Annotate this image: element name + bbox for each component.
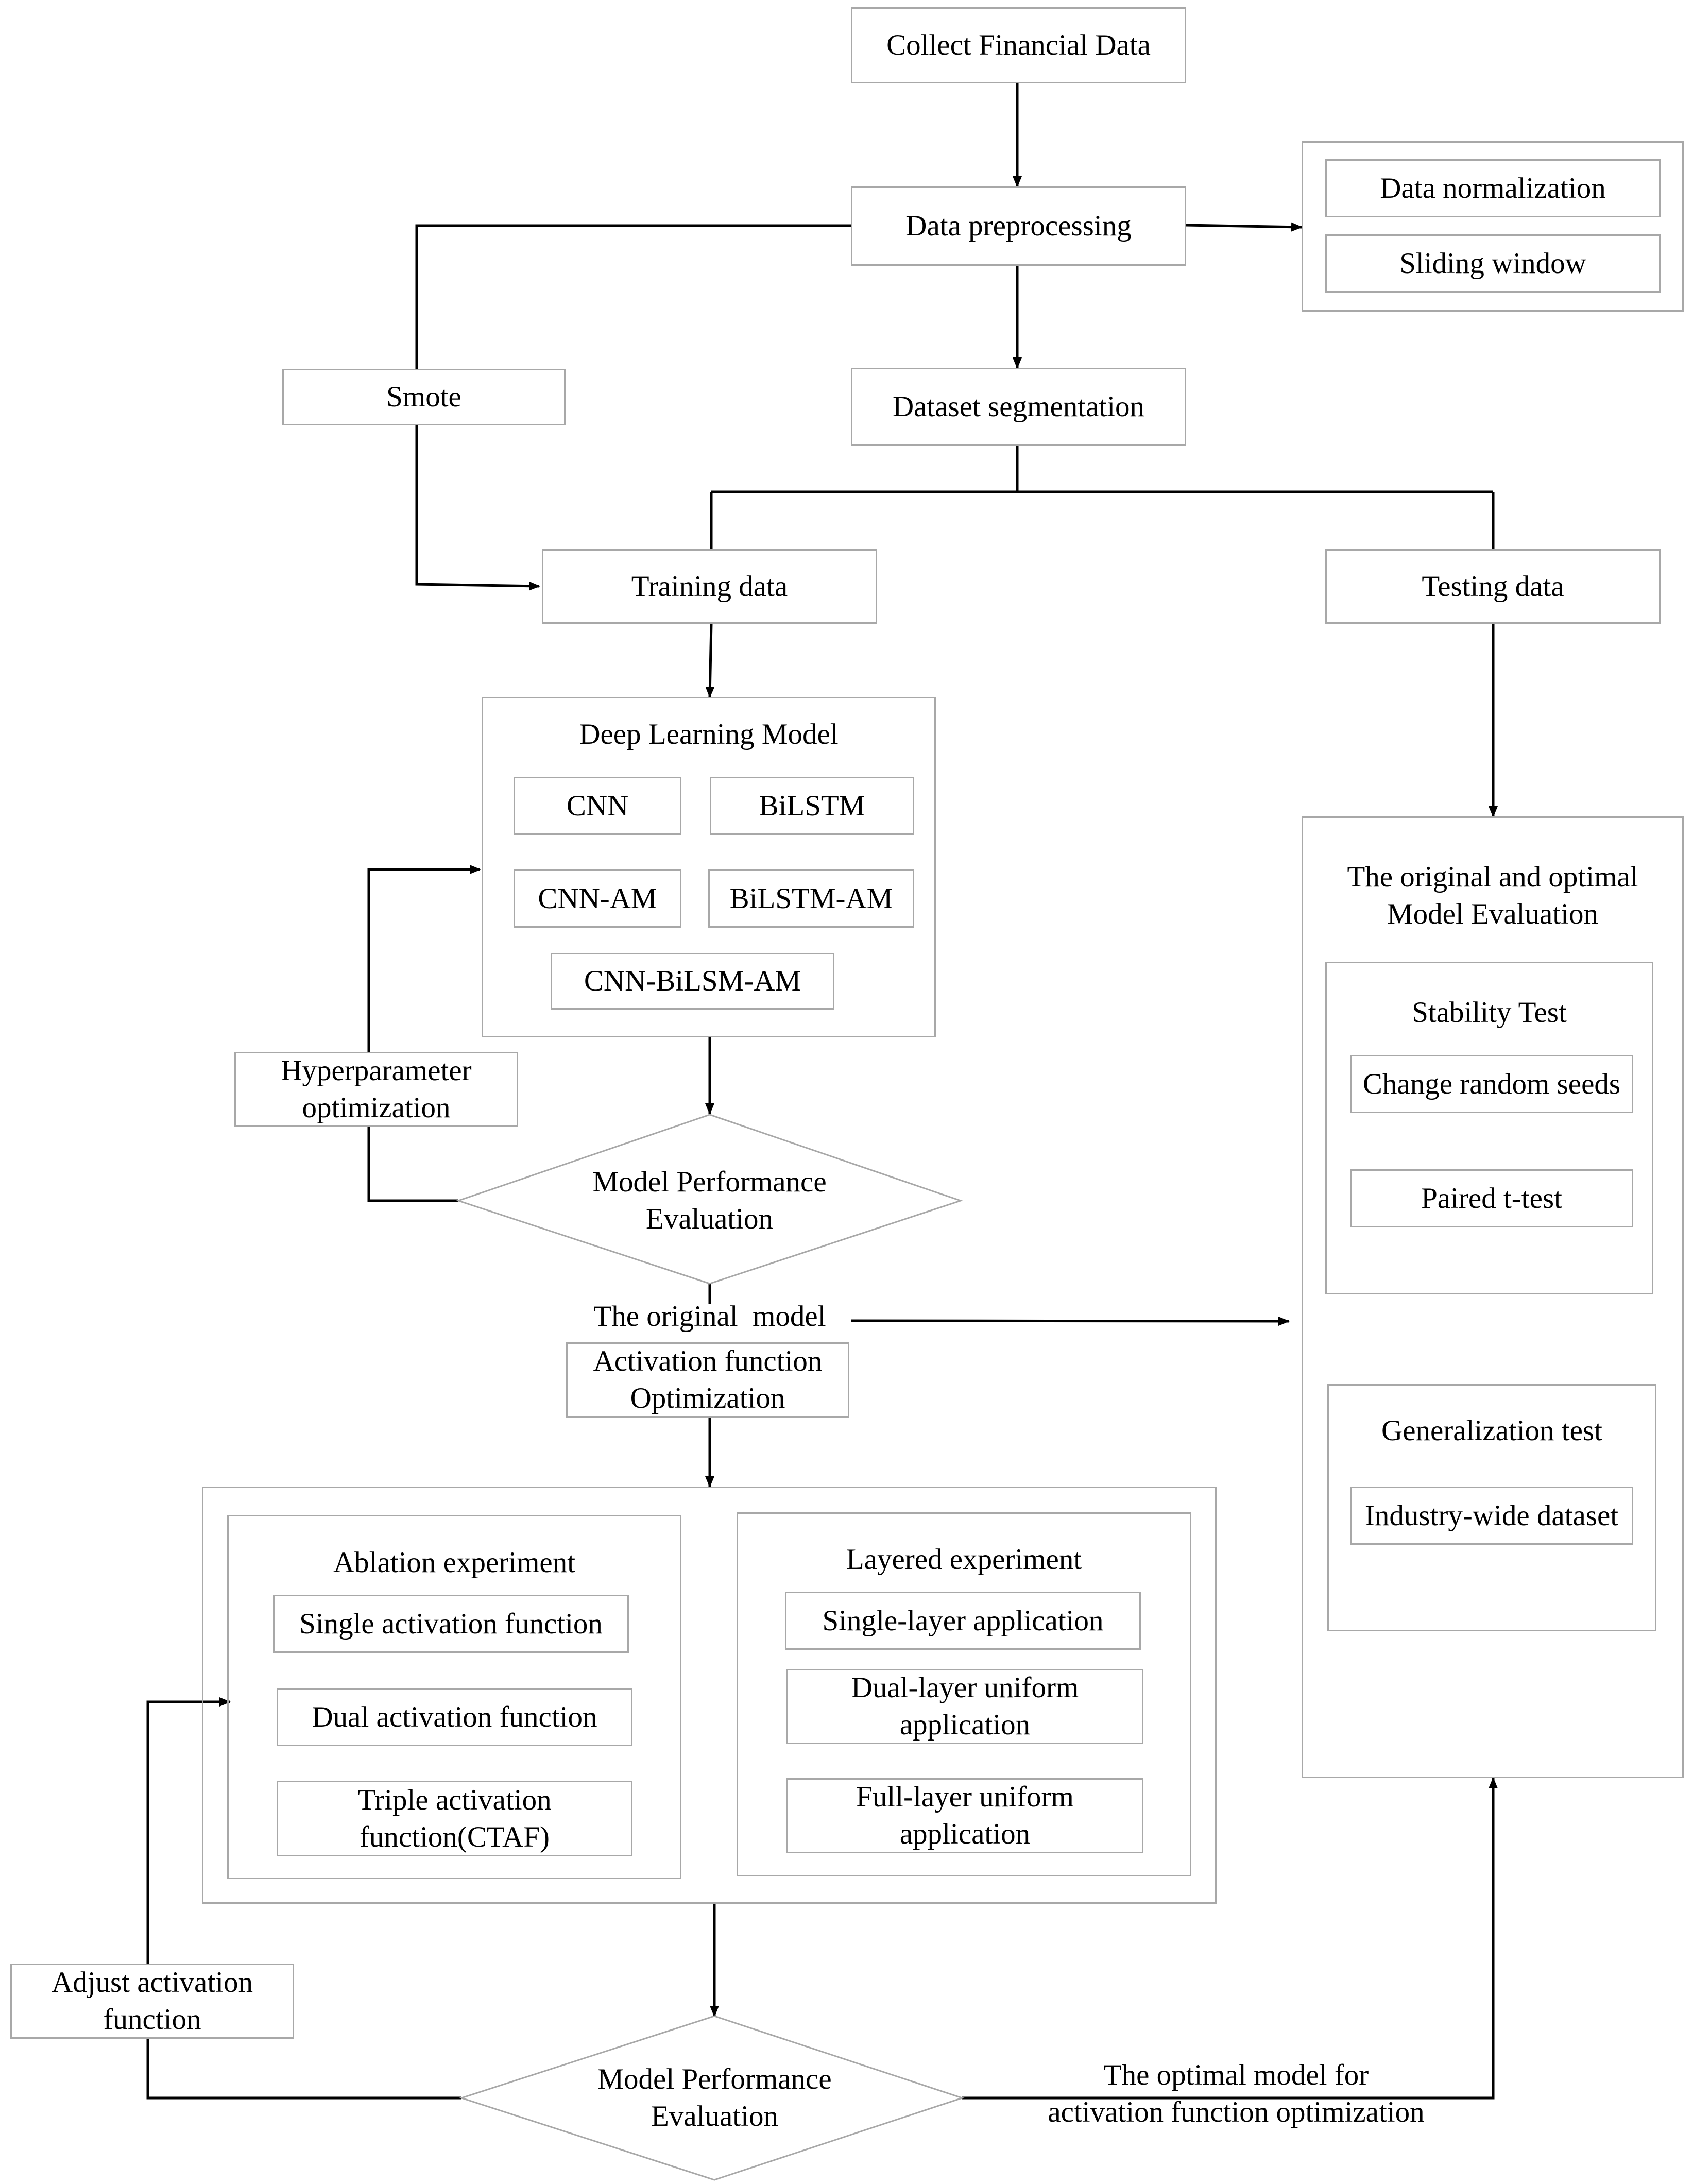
eval2-label: Model Performance Evaluation (597, 2063, 832, 2132)
arrow-eval2-feedback (146, 1697, 461, 2100)
arrow-preprocessing-to-normalization (1186, 222, 1303, 232)
bilstm-box: BiLSTM (710, 777, 914, 835)
arrow-training-to-dlmodel (705, 623, 715, 698)
eval1-label: Model Performance Evaluation (592, 1166, 827, 1235)
line-segmentation-split (710, 446, 1495, 549)
training-data-box: Training data (542, 549, 877, 624)
arrow-eval2-to-evaluation (962, 1777, 1498, 2100)
deep-learning-model-title: Deep Learning Model (579, 718, 839, 750)
dual-layer-application-box: Dual-layer uniform application (786, 1669, 1143, 1744)
generalization-test-title: Generalization test (1381, 1414, 1602, 1447)
preprocessing-methods-group (1302, 141, 1684, 312)
layered-experiment-group (737, 1512, 1191, 1876)
original-model-label: The original model (593, 1300, 826, 1333)
cnn-bilsm-am-box: CNN-BiLSM-AM (551, 953, 834, 1010)
stability-test-title: Stability Test (1412, 996, 1567, 1029)
single-activation-function-box: Single activation function (273, 1595, 629, 1653)
data-preprocessing-box: Data preprocessing (851, 186, 1186, 266)
dual-activation-function-box: Dual activation function (277, 1688, 632, 1746)
collect-financial-data-box: Collect Financial Data (851, 7, 1186, 83)
adjust-activation-function-box: Adjust activation function (10, 1964, 294, 2039)
testing-data-box: Testing data (1325, 549, 1661, 624)
full-layer-application-box: Full-layer uniform application (786, 1778, 1143, 1853)
deep-learning-model-group (482, 697, 936, 1037)
model-evaluation-title: The original and optimal Model Evaluatio… (1347, 861, 1638, 930)
dataset-segmentation-box: Dataset segmentation (851, 368, 1186, 446)
cnn-box: CNN (514, 777, 681, 835)
triple-activation-function-box: Triple activation function(CTAF) (277, 1781, 632, 1856)
sliding-window-box: Sliding window (1325, 234, 1661, 293)
industry-wide-dataset-box: Industry-wide dataset (1350, 1487, 1633, 1545)
bilstm-am-box: BiLSTM-AM (708, 869, 914, 928)
experiments-group (202, 1487, 1217, 1904)
line-preprocessing-to-smote (415, 224, 851, 369)
hyperparameter-optimization-box: Hyperparameter optimization (234, 1052, 518, 1127)
data-normalization-box: Data normalization (1325, 159, 1661, 217)
eval1-diamond (456, 1114, 963, 1285)
stability-test-group (1325, 962, 1653, 1294)
change-random-seeds-box: Change random seeds (1350, 1055, 1633, 1113)
ablation-experiment-title: Ablation experiment (333, 1546, 576, 1579)
model-evaluation-group (1302, 816, 1684, 1778)
generalization-test-group (1327, 1384, 1656, 1631)
smote-box: Smote (282, 369, 566, 425)
activation-function-optimization-box: Activation function Optimization (566, 1342, 849, 1418)
eval2-diamond (459, 2015, 965, 2181)
single-layer-application-box: Single-layer application (785, 1592, 1141, 1650)
arrow-smote-to-training (415, 425, 540, 591)
optimal-model-label: The optimal model for activation functio… (1048, 2059, 1425, 2128)
cnn-am-box: CNN-AM (514, 869, 681, 928)
paired-t-test-box: Paired t-test (1350, 1169, 1633, 1227)
arrow-eval1-feedback (367, 865, 481, 1202)
layered-experiment-title: Layered experiment (846, 1543, 1082, 1576)
ablation-experiment-group (227, 1515, 681, 1879)
